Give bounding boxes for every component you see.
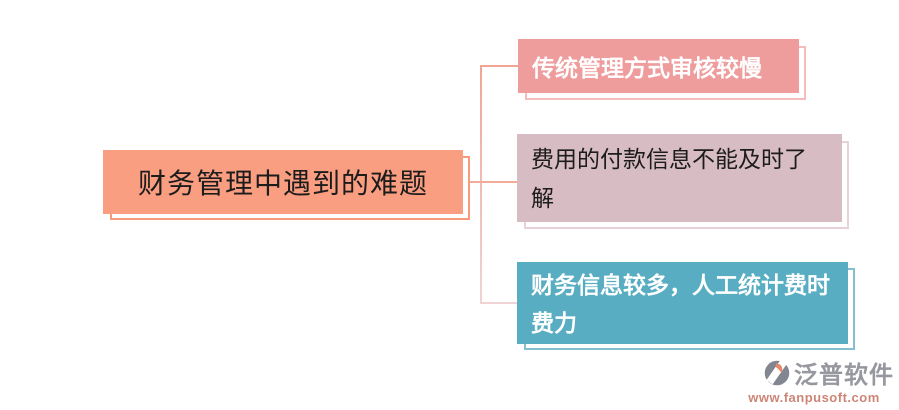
child-node-3[interactable]: 财务信息较多，人工统计费时费力 bbox=[517, 262, 848, 344]
child-node-1[interactable]: 传统管理方式审核较慢 bbox=[518, 39, 799, 93]
watermark-brand-row: 泛普软件 bbox=[734, 355, 894, 390]
connector-to-child-3 bbox=[481, 302, 518, 304]
watermark: 泛普软件 www.fanpusoft.com bbox=[734, 355, 894, 405]
root-node-label: 财务管理中遇到的难题 bbox=[137, 168, 428, 199]
connector-to-child-1 bbox=[481, 65, 518, 67]
child-node-1-label: 传统管理方式审核较慢 bbox=[532, 55, 762, 81]
child-node-3-label: 财务信息较多，人工统计费时费力 bbox=[531, 272, 830, 336]
root-node[interactable]: 财务管理中遇到的难题 bbox=[103, 150, 463, 214]
watermark-url: www.fanpusoft.com bbox=[748, 390, 880, 405]
connector-root-to-child-2 bbox=[468, 181, 517, 183]
watermark-brand-name: 泛普软件 bbox=[794, 362, 894, 389]
connector-trunk bbox=[480, 65, 482, 304]
fanpu-logo-icon bbox=[763, 359, 791, 387]
child-node-2-label: 费用的付款信息不能及时了解 bbox=[531, 146, 807, 211]
child-node-2[interactable]: 费用的付款信息不能及时了解 bbox=[517, 134, 842, 222]
